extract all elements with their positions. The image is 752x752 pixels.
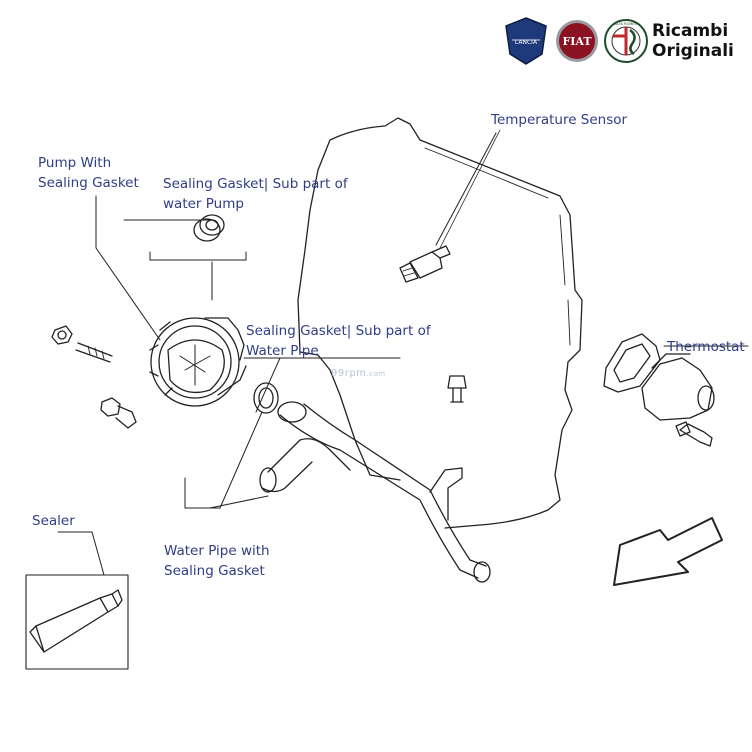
label-gasket-pump-line-2: water Pump	[163, 196, 244, 212]
thermostat-bolt-drawing	[675, 421, 713, 447]
pump-leader	[95, 195, 161, 341]
watermark: 99rpm.com	[331, 368, 386, 379]
brand-line-2: Originali	[652, 41, 734, 61]
fiat-logo: FIAT	[556, 20, 598, 62]
temperature-sensor-leader	[435, 132, 497, 246]
alfa-romeo-logo: ALFA ROMEO	[604, 19, 648, 63]
water-pipe-drawing	[259, 401, 491, 583]
pipe-gasket-drawing	[253, 382, 279, 414]
label-gasket-pipe-line-1: Sealing Gasket| Sub part of	[246, 323, 431, 339]
lancia-logo: LANCIA	[505, 17, 547, 65]
label-gasket-pipe: Sealing Gasket| Sub part of Water Pipe	[246, 321, 431, 361]
label-water-pipe: Water Pipe with Sealing Gasket	[164, 541, 270, 581]
engine-block-inner	[424, 147, 571, 346]
watermark-suffix: .com	[366, 370, 386, 378]
label-pump-line-1: Pump With	[38, 155, 112, 171]
label-gasket-pump: Sealing Gasket| Sub part of water Pump	[163, 174, 348, 214]
label-thermostat: Thermostat	[667, 339, 745, 355]
sealer-box	[25, 574, 129, 670]
label-water-pipe-line-1: Water Pipe with	[164, 543, 270, 559]
label-sealer: Sealer	[32, 513, 75, 529]
sealer-tube-drawing	[29, 589, 123, 653]
alfa-romeo-logo-text: ALFA ROMEO	[615, 22, 638, 26]
label-gasket-pump-line-1: Sealing Gasket| Sub part of	[163, 176, 348, 192]
temperature-sensor-drawing	[399, 245, 451, 283]
front-direction-arrow	[613, 517, 723, 586]
pipe-gasket-leader	[243, 357, 401, 413]
pipe-leader	[184, 411, 269, 509]
engine-block-outline	[297, 117, 583, 529]
thermostat-drawing	[603, 333, 715, 421]
pump-stud-drawing	[51, 325, 113, 363]
brand-title: Ricambi Originali	[652, 21, 734, 61]
label-pump-line-2: Sealing Gasket	[38, 175, 139, 191]
pump-gasket-leader	[123, 219, 247, 301]
label-gasket-pipe-line-2: Water Pipe	[246, 343, 319, 359]
label-water-pipe-line-2: Sealing Gasket	[164, 563, 265, 579]
label-pump: Pump With Sealing Gasket	[38, 153, 139, 193]
lancia-logo-text: LANCIA	[515, 39, 538, 46]
engine-plug-drawing	[447, 375, 467, 403]
watermark-main: 99rpm	[331, 368, 367, 379]
brand-line-1: Ricambi	[652, 21, 729, 41]
water-pump-drawing	[149, 317, 247, 407]
pump-gasket-drawing	[193, 214, 225, 242]
pump-fitting-drawing	[100, 397, 137, 429]
label-temperature-sensor: Temperature Sensor	[491, 112, 628, 128]
sealer-leader	[57, 531, 105, 576]
fiat-logo-text: FIAT	[562, 35, 592, 48]
